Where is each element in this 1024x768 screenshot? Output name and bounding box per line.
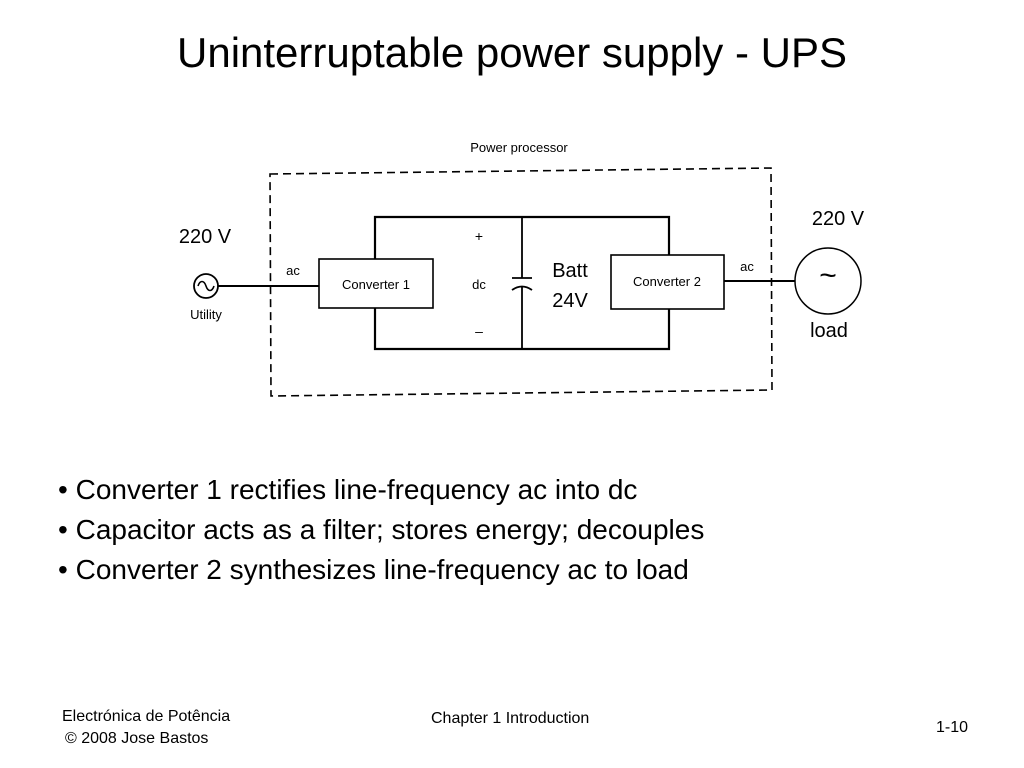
dc-label: dc (472, 277, 486, 292)
converter-2-block (610, 254, 725, 310)
footer-course-title: Electrónica de Potência (62, 708, 231, 725)
utility-source-icon (193, 273, 219, 299)
output-ac-label: ac (740, 259, 754, 274)
battery-label-line1: Batt (552, 260, 588, 282)
dc-minus-label: – (475, 323, 483, 339)
slide-title: Uninterruptable power supply - UPS (177, 29, 847, 76)
bullet-item: Converter 1 rectifies line-frequency ac … (58, 470, 704, 510)
footer-course-info: Electrónica de Potência © 2008 Jose Bast… (62, 706, 230, 750)
converter-2-label: Converter 2 (633, 274, 701, 289)
bullet-item: Capacitor acts as a filter; stores energ… (58, 510, 705, 550)
bullet-list: Converter 1 rectifies line-frequency ac … (58, 470, 705, 590)
load-sine-icon: ~ (819, 259, 837, 292)
footer-page-number: 1-10 (936, 719, 969, 736)
output-voltage-label: 220 V (812, 208, 865, 230)
input-voltage-label: 220 V (179, 226, 232, 248)
footer-chapter: Chapter 1 Introduction (431, 710, 590, 727)
load-circle (794, 247, 862, 315)
power-processor-label: Power processor (470, 140, 568, 155)
input-ac-label: ac (286, 263, 300, 278)
battery-label-line2: 24V (552, 290, 588, 312)
dc-plus-label: + (475, 228, 483, 244)
bullet-item: Converter 2 synthesizes line-frequency a… (58, 550, 704, 590)
capacitor-icon (511, 217, 533, 349)
footer-copyright: © 2008 Jose Bastos (65, 730, 209, 747)
utility-label: Utility (190, 307, 222, 322)
load-label: load (810, 320, 848, 342)
converter-1-label: Converter 1 (342, 277, 410, 292)
